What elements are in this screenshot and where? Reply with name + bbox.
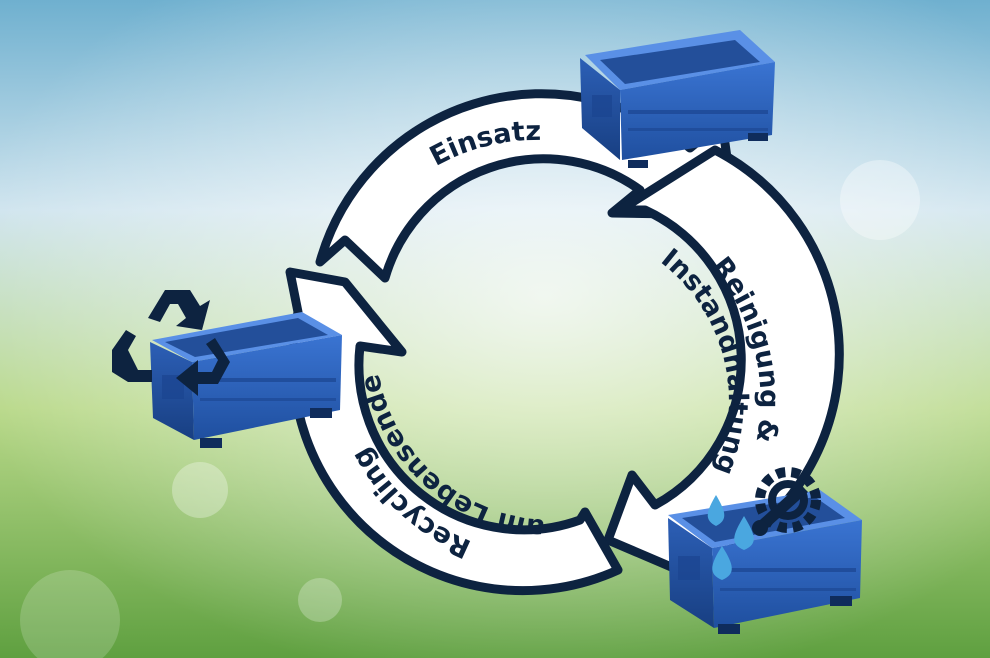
bokeh-light xyxy=(172,462,228,518)
recycle-icon xyxy=(112,290,230,396)
bokeh-light xyxy=(298,578,342,622)
crate-top-right xyxy=(580,30,775,168)
bokeh-light xyxy=(20,570,120,658)
water-drop-icon xyxy=(707,495,754,580)
gear-wrench-icon xyxy=(752,467,821,536)
bokeh-light xyxy=(840,160,920,240)
crate-left xyxy=(150,312,342,448)
